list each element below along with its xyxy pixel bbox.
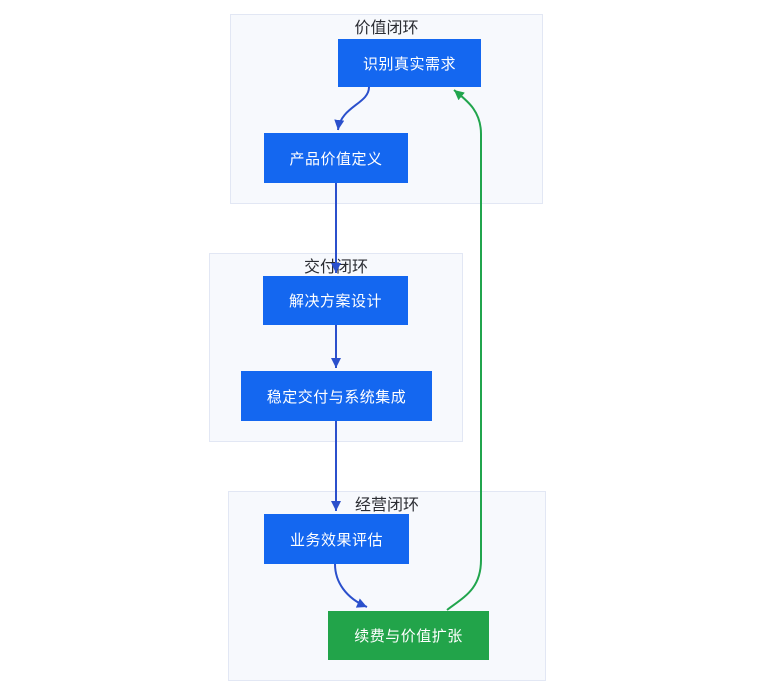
node-business-impact-evaluation-label: 业务效果评估 (289, 531, 383, 549)
node-stable-delivery-system-integration[interactable]: 稳定交付与系统集成 (241, 371, 432, 421)
group-value-loop-title: 价值闭环 (354, 20, 419, 37)
node-product-value-definition[interactable]: 产品价值定义 (264, 133, 408, 183)
node-solution-design-label: 解决方案设计 (288, 293, 382, 310)
node-identify-real-needs[interactable]: 识别真实需求 (338, 39, 481, 87)
node-identify-real-needs-label: 识别真实需求 (362, 55, 456, 73)
node-renewal-value-expansion-label: 续费与价值扩张 (354, 628, 463, 645)
node-solution-design[interactable]: 解决方案设计 (263, 276, 408, 325)
node-renewal-value-expansion[interactable]: 续费与价值扩张 (328, 611, 489, 660)
group-operation-loop-title: 经营闭环 (354, 497, 419, 514)
node-stable-delivery-system-integration-label: 稳定交付与系统集成 (266, 388, 407, 406)
group-delivery-loop-title: 交付闭环 (303, 259, 368, 276)
node-business-impact-evaluation[interactable]: 业务效果评估 (264, 514, 409, 564)
node-product-value-definition-label: 产品价值定义 (289, 150, 383, 168)
